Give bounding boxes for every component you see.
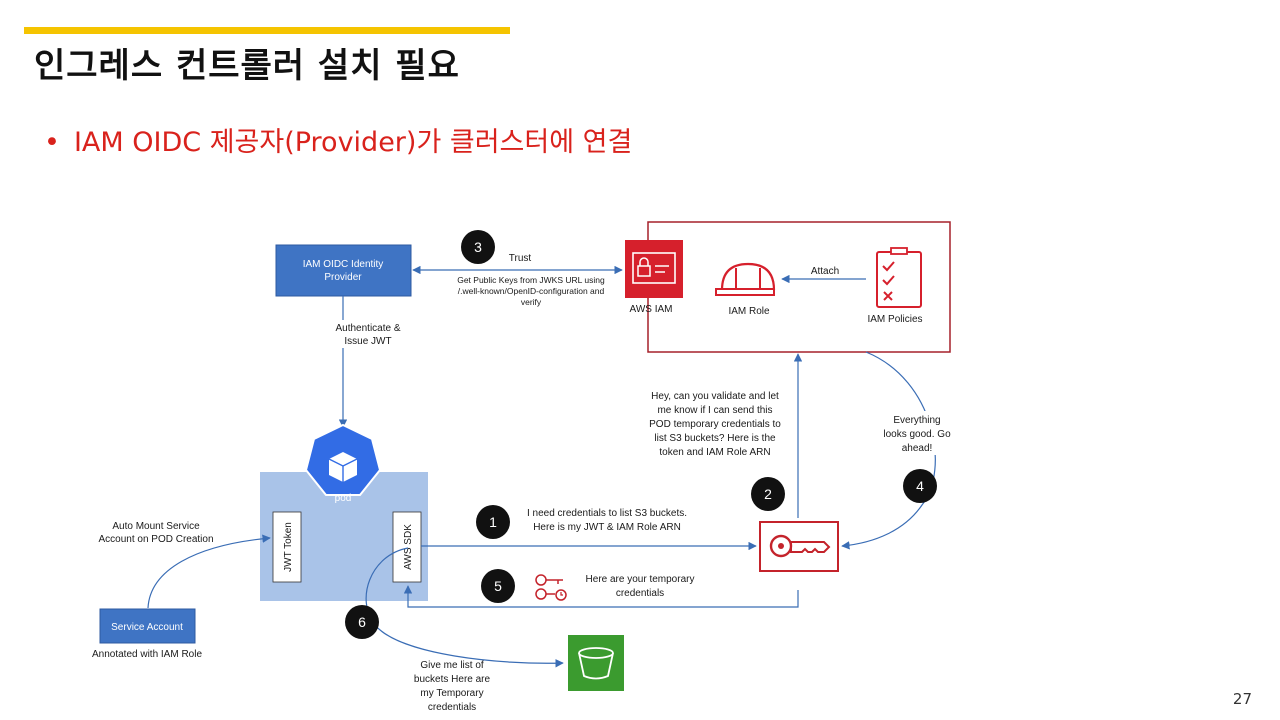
service-account-box: Service Account [99, 608, 196, 644]
service-account-label: Service Account [111, 622, 183, 633]
trust-label: Trust [509, 253, 532, 264]
aws-sdk-box [392, 511, 422, 583]
give-me-line-3: my Temporary [420, 688, 483, 699]
need-credentials-line-2: Here is my JWT & IAM Role ARN [533, 522, 681, 533]
step-5-badge [481, 569, 515, 603]
slide-title: 인그레스 컨트롤러 설치 필요 [34, 46, 460, 86]
aws-iam-icon [625, 240, 683, 298]
attach-label: Attach [811, 266, 839, 277]
annotated-label: Annotated with IAM Role [92, 649, 202, 660]
give-me-line-4: credentials [428, 702, 476, 713]
iam-policies-checklist-icon [876, 247, 922, 308]
here-are-line-1: Here are your temporary [586, 574, 695, 585]
looks-good-label-bg [876, 411, 946, 455]
iam-policies-label: IAM Policies [867, 314, 922, 325]
auto-mount-arrow [147, 534, 271, 609]
here-are-line-2: credentials [616, 588, 664, 599]
get-keys-line-1: Get Public Keys from JWKS URL using [457, 275, 605, 285]
give-me-line-2: buckets Here are [414, 674, 491, 685]
bullet-marker: • [44, 127, 60, 158]
step-6-arrow [365, 547, 564, 668]
authenticate-line-1: Authenticate & [335, 323, 400, 334]
step-4-number: 4 [916, 478, 924, 494]
step-5-arrow [403, 585, 799, 608]
iam-oidc-provider-box: IAM OIDC Identity Provider [275, 244, 412, 297]
bullet-text: IAM OIDC 제공자(Provider)가 클러스터에 연결 [73, 127, 633, 158]
get-keys-line-2: /.well-known/OpenID-configuration and [458, 286, 605, 296]
aws-sdk-label: AWS SDK [403, 524, 414, 570]
give-me-line-1: Give me list of [420, 660, 484, 671]
aws-iam-label: AWS IAM [630, 304, 673, 315]
validate-line-5: token and IAM Role ARN [659, 447, 770, 458]
step-2-number: 2 [764, 486, 772, 502]
validate-line-1: Hey, can you validate and let [651, 391, 779, 402]
step-6-number: 6 [358, 614, 366, 630]
looks-good-line-1: Everything [893, 415, 940, 426]
jwt-token-box [272, 511, 302, 583]
validate-line-3: POD temporary credentials to [649, 419, 781, 430]
oidc-provider-label-line-1: IAM OIDC Identity [303, 259, 384, 270]
kubernetes-pod-icon [304, 423, 382, 496]
page-number: 27 [1232, 690, 1252, 708]
jwt-token-label: JWT Token [283, 522, 294, 572]
sts-key-icon [759, 521, 839, 572]
get-keys-line-3: verify [521, 297, 542, 307]
iam-role-helmet-icon [715, 262, 776, 296]
oidc-provider-label-line-2: Provider [324, 272, 362, 283]
authenticate-label-bg [328, 320, 410, 348]
step-4-badge [903, 469, 937, 503]
validate-line-2: me know if I can send this [657, 405, 772, 416]
pod-label: pod [335, 493, 352, 504]
step-1-badge [476, 505, 510, 539]
step-1-number: 1 [489, 514, 497, 530]
step-5-number: 5 [494, 578, 502, 594]
s3-bucket-icon [568, 635, 624, 691]
step-2-badge [751, 477, 785, 511]
title-accent-bar [24, 27, 510, 34]
temporary-credentials-icon [535, 574, 567, 601]
step-3-badge [461, 230, 495, 264]
need-credentials-line-1: I need credentials to list S3 buckets. [527, 508, 687, 519]
auto-mount-line-2: Account on POD Creation [98, 534, 213, 545]
looks-good-line-2: looks good. Go [883, 429, 951, 440]
iam-role-label: IAM Role [728, 306, 770, 317]
validate-line-4: list S3 buckets? Here is the [654, 433, 776, 444]
looks-good-line-3: ahead! [902, 443, 933, 454]
step-3-number: 3 [474, 239, 482, 255]
auto-mount-line-1: Auto Mount Service [112, 521, 200, 532]
bullet-item: • IAM OIDC 제공자(Provider)가 클러스터에 연결 [44, 120, 632, 159]
aws-iam-frame [647, 221, 951, 353]
step-6-badge [345, 605, 379, 639]
authenticate-line-2: Issue JWT [344, 336, 391, 347]
